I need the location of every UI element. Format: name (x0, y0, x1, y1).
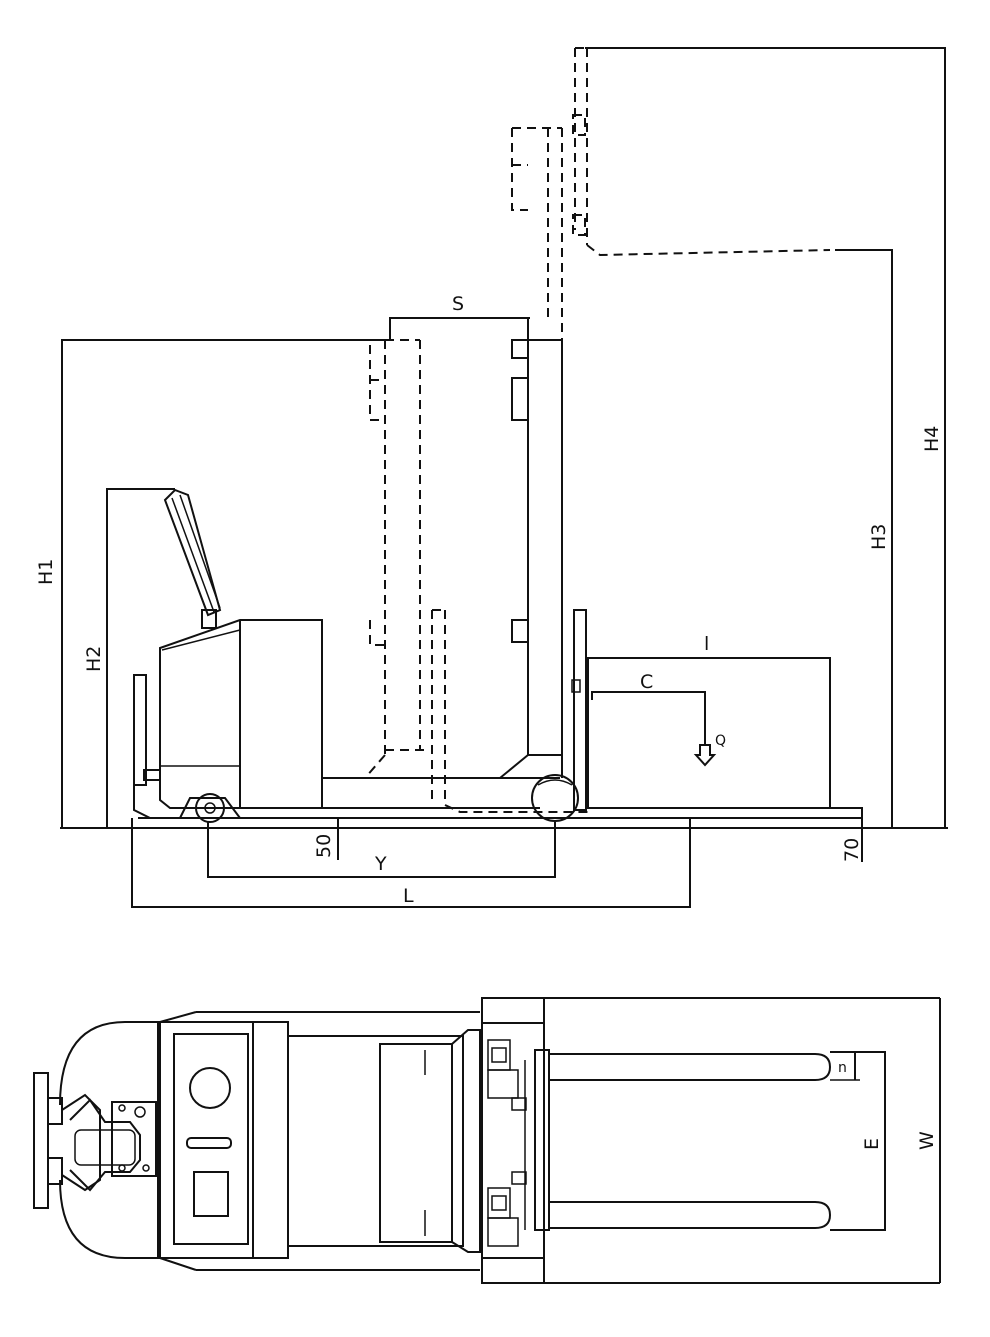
top-view: n E W (33, 997, 941, 1284)
label-w: W (916, 1131, 938, 1150)
mast-top-view (481, 997, 940, 1284)
c-dimension (591, 691, 706, 745)
h1-dimension (61, 339, 390, 828)
chassis-top-view (287, 1029, 481, 1253)
load-arrow-icon (693, 744, 717, 767)
key-switch-icon (189, 1067, 231, 1109)
extended-mast-dashed (364, 339, 590, 813)
tiller-handle (163, 488, 222, 629)
label-h2: H2 (83, 646, 105, 672)
h2-dimension (106, 488, 175, 828)
label-c: C (640, 671, 653, 693)
label-y: Y (374, 853, 387, 875)
display-panel (193, 1171, 229, 1217)
s-dimension (389, 317, 530, 340)
mast-solid (499, 318, 563, 779)
l-dimension (131, 818, 691, 908)
y-dimension (207, 822, 556, 878)
label-s: S (452, 293, 464, 315)
label-l-small: l (704, 633, 709, 655)
drive-unit-top (59, 1011, 480, 1271)
fork-line (586, 807, 863, 819)
load-wheel (531, 774, 579, 822)
label-l: L (403, 885, 414, 907)
e-dimension (830, 1051, 886, 1231)
tiller-head (33, 1072, 157, 1209)
label-n: n (838, 1060, 847, 1076)
fork-lower (549, 1201, 832, 1229)
label-70: 70 (841, 838, 863, 862)
load-box (587, 657, 831, 809)
h3-dimension (835, 249, 893, 828)
label-h3: H3 (868, 524, 890, 550)
drive-wheel (195, 793, 225, 823)
extended-inner-mast-dashed (511, 47, 831, 340)
forks (549, 1053, 832, 1229)
label-h1: H1 (35, 559, 57, 585)
side-view: H1 H2 H3 H4 S l C Q Y L 50 70 (35, 47, 948, 908)
drive-unit (133, 619, 323, 823)
label-h4: H4 (921, 426, 943, 452)
label-50: 50 (313, 834, 335, 858)
label-q: Q (715, 733, 726, 749)
fork-upper (549, 1053, 832, 1081)
fork-carriage (571, 609, 587, 811)
h4-dimension (585, 47, 946, 828)
label-e: E (861, 1138, 883, 1150)
indicator-slot (186, 1137, 232, 1149)
